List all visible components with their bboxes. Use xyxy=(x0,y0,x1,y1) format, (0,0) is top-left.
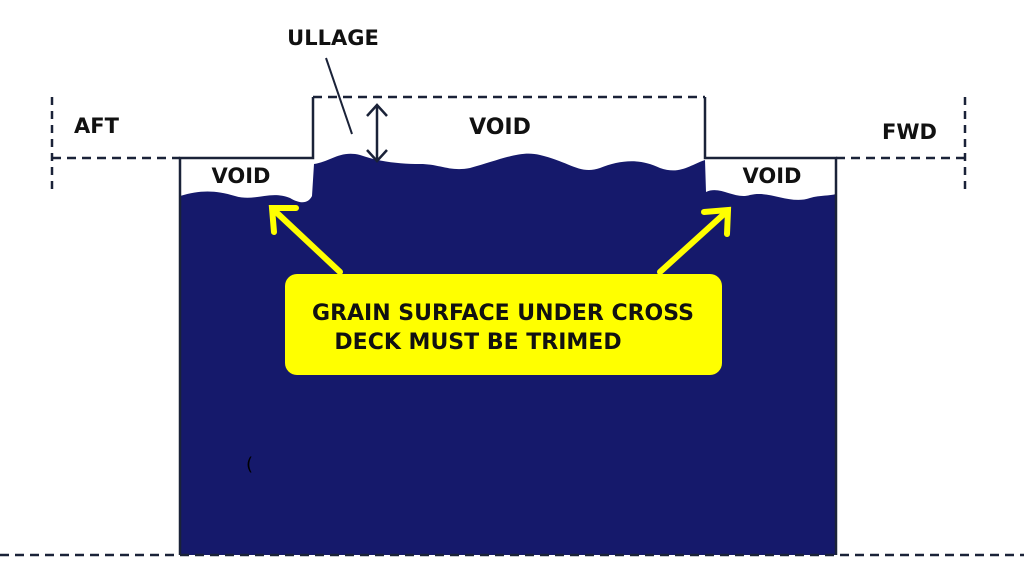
void-center-label: VOID xyxy=(469,115,531,140)
arrow-left-icon xyxy=(268,205,343,275)
stray-mark: ( xyxy=(246,454,253,475)
ullage-leader-line xyxy=(325,57,353,135)
void-right-label: VOID xyxy=(743,164,802,188)
void-left-label: VOID xyxy=(212,164,271,188)
ullage-label: ULLAGE xyxy=(287,26,379,50)
hold-outline xyxy=(178,97,838,555)
arrow-right-icon xyxy=(657,206,732,275)
ullage-double-arrow-icon xyxy=(366,103,388,163)
callout-line-1: GRAIN SURFACE UNDER CROSS xyxy=(312,301,694,326)
callout-line-2: DECK MUST BE TRIMED xyxy=(334,330,621,355)
callout-box xyxy=(285,274,722,375)
fwd-label: FWD xyxy=(882,120,937,144)
aft-label: AFT xyxy=(74,114,120,138)
